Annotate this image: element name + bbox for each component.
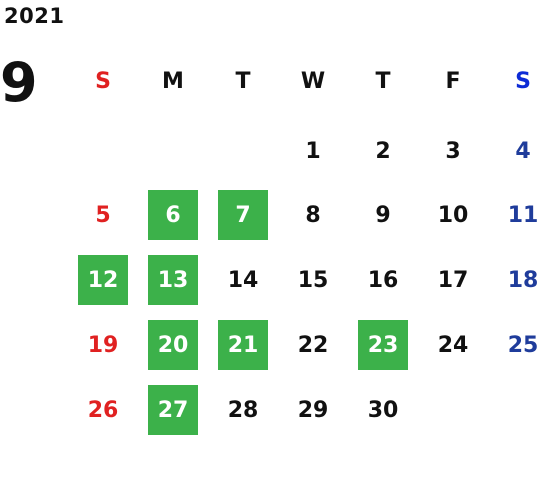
day-cell[interactable]: 17: [437, 267, 469, 293]
day-cell[interactable]: 1: [305, 138, 321, 164]
weekday-friday: F: [445, 68, 461, 94]
day-cell[interactable]: 10: [437, 202, 469, 228]
day-cell-highlighted[interactable]: 12: [78, 255, 128, 305]
year-label: 2021: [4, 4, 65, 28]
day-cell[interactable]: 5: [95, 202, 111, 228]
day-cell[interactable]: 8: [305, 202, 321, 228]
day-cell[interactable]: 16: [367, 267, 399, 293]
day-cell[interactable]: 15: [297, 267, 329, 293]
weekday-sunday: S: [95, 68, 111, 94]
day-cell-highlighted[interactable]: 21: [218, 320, 268, 370]
weekday-wednesday: W: [300, 68, 326, 94]
day-cell-highlighted[interactable]: 20: [148, 320, 198, 370]
day-cell-highlighted[interactable]: 7: [218, 190, 268, 240]
day-cell[interactable]: 30: [367, 397, 399, 423]
day-cell[interactable]: 25: [507, 332, 539, 358]
day-cell[interactable]: 11: [507, 202, 539, 228]
day-cell[interactable]: 9: [375, 202, 391, 228]
day-cell[interactable]: 3: [445, 138, 461, 164]
day-cell-highlighted[interactable]: 23: [358, 320, 408, 370]
day-cell[interactable]: 18: [507, 267, 539, 293]
weekday-monday: M: [162, 68, 184, 94]
day-cell-highlighted[interactable]: 13: [148, 255, 198, 305]
day-cell-highlighted[interactable]: 27: [148, 385, 198, 435]
day-cell[interactable]: 19: [87, 332, 119, 358]
day-cell[interactable]: 29: [297, 397, 329, 423]
day-cell[interactable]: 28: [227, 397, 259, 423]
month-number: 9: [0, 51, 38, 114]
day-cell[interactable]: 26: [87, 397, 119, 423]
weekday-saturday: S: [515, 68, 531, 94]
day-cell-highlighted[interactable]: 6: [148, 190, 198, 240]
day-cell[interactable]: 4: [515, 138, 531, 164]
weekday-tuesday: T: [235, 68, 251, 94]
weekday-thursday: T: [375, 68, 391, 94]
day-cell[interactable]: 14: [227, 267, 259, 293]
day-cell[interactable]: 22: [297, 332, 329, 358]
day-cell[interactable]: 2: [375, 138, 391, 164]
day-cell[interactable]: 24: [437, 332, 469, 358]
